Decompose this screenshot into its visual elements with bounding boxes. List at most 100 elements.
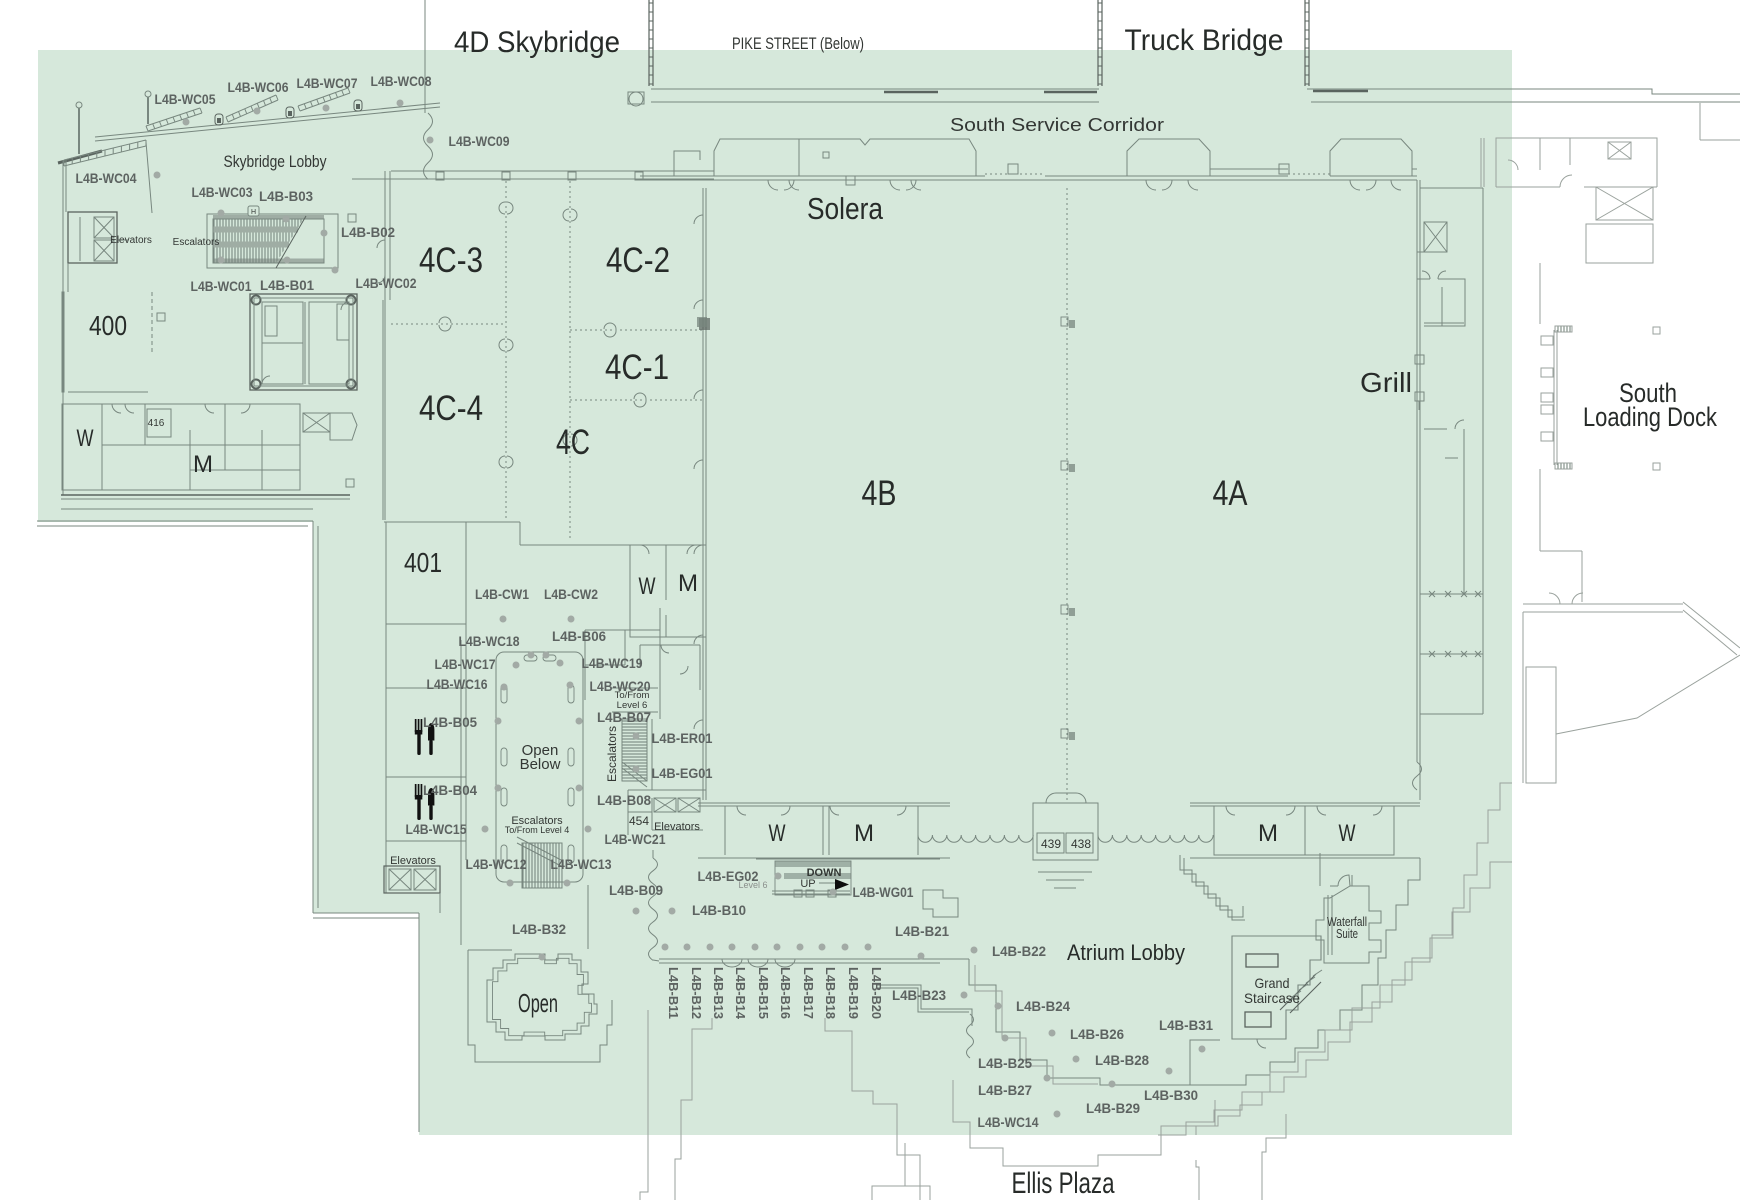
svg-text:L4B-B27: L4B-B27: [978, 1082, 1032, 1098]
svg-text:To/From Level 4: To/From Level 4: [505, 825, 570, 835]
svg-text:UP: UP: [800, 878, 815, 890]
svg-text:L4B-B19: L4B-B19: [846, 967, 861, 1019]
svg-text:Escalators: Escalators: [605, 726, 619, 782]
svg-text:439: 439: [1041, 837, 1061, 851]
svg-text:South Service Corridor: South Service Corridor: [950, 115, 1164, 135]
svg-text:L4B-B29: L4B-B29: [1086, 1100, 1140, 1116]
svg-text:PIKE STREET (Below): PIKE STREET (Below): [732, 34, 864, 53]
svg-text:Escalators: Escalators: [173, 237, 220, 248]
svg-text:454: 454: [629, 814, 649, 828]
svg-text:DOWN: DOWN: [807, 867, 842, 879]
svg-text:L4B-WC21: L4B-WC21: [605, 831, 666, 847]
svg-text:Elevators: Elevators: [110, 235, 152, 246]
svg-text:Below: Below: [520, 756, 561, 773]
svg-text:L4B-WC20: L4B-WC20: [590, 678, 651, 694]
svg-text:Open: Open: [522, 742, 559, 759]
svg-text:4B: 4B: [862, 474, 897, 513]
svg-text:L4B-WC12: L4B-WC12: [466, 856, 527, 872]
svg-text:Waterfall: Waterfall: [1327, 914, 1367, 929]
svg-text:400: 400: [89, 310, 127, 341]
svg-text:W: W: [769, 820, 786, 847]
svg-text:L4B-B02: L4B-B02: [341, 224, 395, 240]
svg-text:4C-3: 4C-3: [419, 241, 483, 280]
svg-text:W: W: [77, 425, 94, 452]
svg-text:L4B-B08: L4B-B08: [597, 792, 651, 808]
svg-text:L4B-WC04: L4B-WC04: [76, 170, 137, 186]
svg-text:L4B-B26: L4B-B26: [1070, 1026, 1124, 1042]
svg-text:Open: Open: [518, 988, 558, 1018]
svg-text:To/From: To/From: [615, 690, 650, 701]
svg-text:South: South: [1619, 378, 1677, 408]
svg-text:L4B-B23: L4B-B23: [892, 987, 946, 1003]
svg-text:L4B-EG01: L4B-EG01: [652, 765, 713, 781]
svg-text:L4B-B05: L4B-B05: [423, 714, 477, 730]
svg-text:L4B-B18: L4B-B18: [823, 967, 838, 1019]
svg-text:L4B-WC19: L4B-WC19: [582, 655, 643, 671]
svg-text:Grand: Grand: [1255, 975, 1290, 991]
svg-text:W: W: [639, 573, 656, 600]
svg-text:L4B-WC07: L4B-WC07: [297, 75, 358, 91]
svg-text:Elevators: Elevators: [390, 855, 436, 867]
svg-text:Skybridge Lobby: Skybridge Lobby: [224, 152, 327, 171]
svg-text:L4B-B12: L4B-B12: [689, 967, 704, 1019]
svg-text:L4B-B22: L4B-B22: [992, 943, 1046, 959]
svg-text:4A: 4A: [1213, 474, 1249, 513]
svg-text:4C: 4C: [556, 423, 590, 462]
svg-text:L4B-WC18: L4B-WC18: [459, 633, 520, 649]
svg-text:4C-4: 4C-4: [419, 389, 483, 428]
svg-text:L4B-WC05: L4B-WC05: [155, 91, 216, 107]
svg-text:Truck Bridge: Truck Bridge: [1125, 24, 1284, 57]
svg-text:438: 438: [1071, 837, 1091, 851]
svg-text:Level 6: Level 6: [738, 880, 767, 890]
svg-text:W: W: [1339, 820, 1356, 847]
svg-text:L4B-ER01: L4B-ER01: [652, 730, 713, 746]
svg-text:Level 6: Level 6: [617, 700, 648, 711]
svg-text:L4B-B24: L4B-B24: [1016, 998, 1070, 1014]
svg-text:L4B-WC15: L4B-WC15: [406, 821, 467, 837]
svg-text:L4B-B10: L4B-B10: [692, 902, 746, 918]
svg-text:L4B-B14: L4B-B14: [733, 967, 748, 1020]
svg-text:Elevators: Elevators: [654, 821, 700, 833]
svg-text:L4B-B07: L4B-B07: [597, 709, 651, 725]
svg-text:Loading Dock: Loading Dock: [1583, 402, 1717, 432]
svg-text:4C-1: 4C-1: [605, 348, 669, 387]
svg-text:H: H: [251, 209, 256, 216]
svg-text:L4B-WC17: L4B-WC17: [435, 656, 496, 672]
svg-text:L4B-B16: L4B-B16: [778, 967, 793, 1019]
svg-text:L4B-B06: L4B-B06: [552, 628, 606, 644]
svg-text:L4B-WC16: L4B-WC16: [427, 676, 488, 692]
svg-text:Atrium Lobby: Atrium Lobby: [1067, 940, 1185, 965]
svg-text:L4B-B04: L4B-B04: [423, 782, 477, 798]
svg-text:L4B-B32: L4B-B32: [512, 921, 566, 937]
svg-text:L4B-B09: L4B-B09: [609, 882, 663, 898]
svg-text:L4B-WC06: L4B-WC06: [228, 79, 289, 95]
svg-text:L4B-B13: L4B-B13: [711, 967, 726, 1019]
svg-text:L4B-B11: L4B-B11: [666, 967, 681, 1019]
svg-text:L4B-WC02: L4B-WC02: [356, 275, 417, 291]
svg-text:Ellis Plaza: Ellis Plaza: [1012, 1167, 1115, 1200]
svg-text:L4B-CW1: L4B-CW1: [475, 586, 529, 602]
svg-text:L4B-B25: L4B-B25: [978, 1055, 1032, 1071]
svg-text:L4B-B01: L4B-B01: [260, 277, 314, 293]
svg-text:M: M: [193, 451, 213, 478]
svg-text:Grill: Grill: [1360, 367, 1412, 398]
svg-text:Solera: Solera: [807, 191, 884, 226]
svg-text:L4B-WG01: L4B-WG01: [853, 884, 914, 900]
svg-text:L4B-WC03: L4B-WC03: [192, 184, 253, 200]
svg-text:L4B-B28: L4B-B28: [1095, 1052, 1149, 1068]
svg-text:4D Skybridge: 4D Skybridge: [454, 26, 620, 59]
svg-text:L4B-CW2: L4B-CW2: [544, 586, 598, 602]
svg-text:L4B-B15: L4B-B15: [756, 967, 771, 1019]
svg-text:L4B-B21: L4B-B21: [895, 923, 949, 939]
svg-text:L4B-WC08: L4B-WC08: [371, 73, 432, 89]
svg-text:401: 401: [404, 547, 442, 578]
svg-text:L4B-WC01: L4B-WC01: [191, 278, 252, 294]
svg-text:Escalators: Escalators: [511, 815, 563, 827]
svg-text:Suite: Suite: [1336, 926, 1358, 941]
svg-text:L4B-B31: L4B-B31: [1159, 1017, 1213, 1033]
svg-text:L4B-B30: L4B-B30: [1144, 1087, 1198, 1103]
svg-text:416: 416: [148, 418, 165, 429]
svg-text:4C-2: 4C-2: [606, 241, 670, 280]
svg-text:L4B-B03: L4B-B03: [259, 188, 313, 204]
svg-text:L4B-B17: L4B-B17: [801, 967, 816, 1019]
